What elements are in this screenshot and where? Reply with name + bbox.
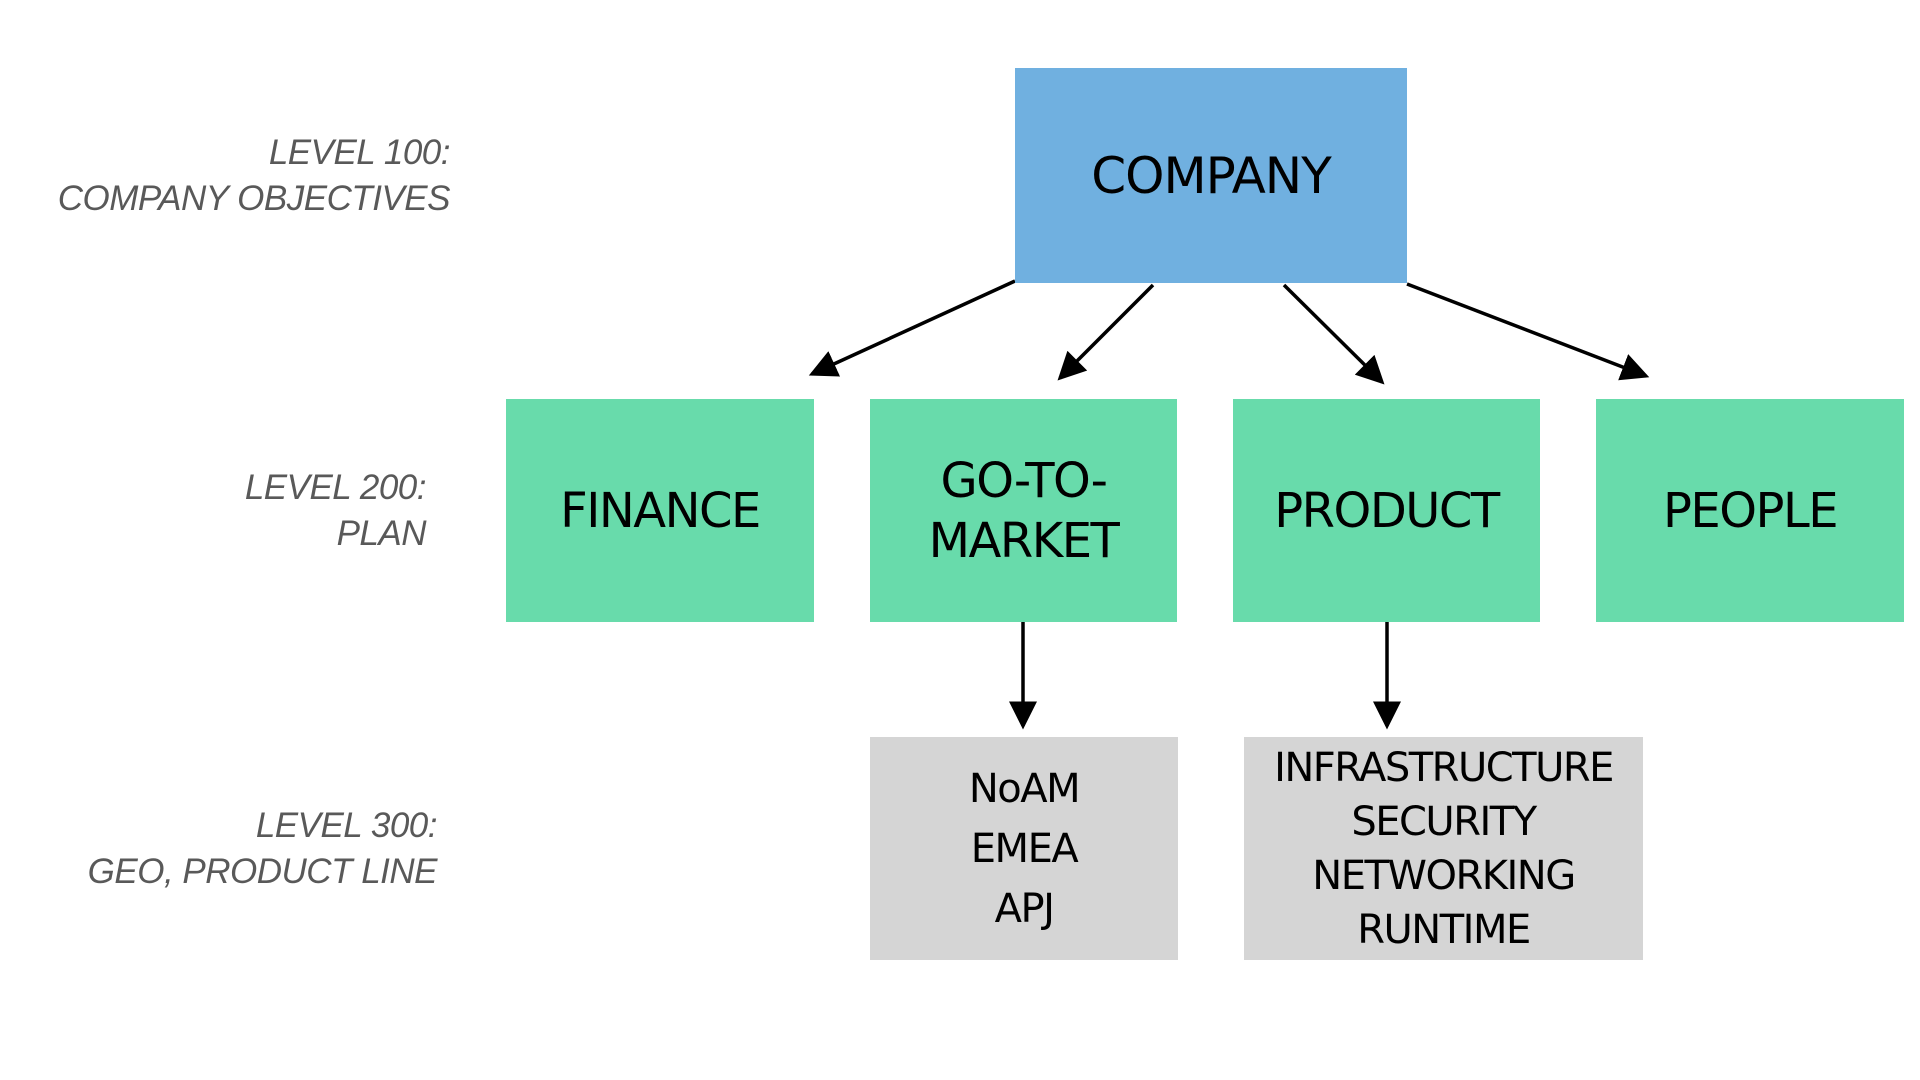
- node-company: COMPANY: [1015, 68, 1407, 283]
- node-go-to-market-line-2: MARKET: [928, 512, 1120, 569]
- level-100-label: LEVEL 100: COMPANY OBJECTIVES: [57, 130, 451, 222]
- level-300-subtitle: GEO, PRODUCT LINE: [87, 852, 438, 891]
- product-line-item: SECURITY: [1351, 798, 1537, 845]
- level-300-label: LEVEL 300: GEO, PRODUCT LINE: [87, 803, 438, 895]
- node-finance: FINANCE: [506, 399, 814, 622]
- node-product: PRODUCT: [1233, 399, 1540, 622]
- level-100-subtitle: COMPANY OBJECTIVES: [57, 179, 451, 218]
- geo-item: NoAM: [968, 765, 1081, 812]
- edge-company-people: [1406, 282, 1650, 381]
- node-company-label: COMPANY: [1091, 146, 1332, 205]
- node-product-lines: INFRASTRUCTURE SECURITY NETWORKING RUNTI…: [1244, 737, 1643, 960]
- product-line-item: INFRASTRUCTURE: [1274, 744, 1614, 791]
- level-100-title: LEVEL 100:: [268, 133, 451, 172]
- level-200-subtitle: PLAN: [336, 514, 427, 553]
- node-people-label: PEOPLE: [1662, 482, 1839, 539]
- node-people: PEOPLE: [1596, 399, 1904, 622]
- level-200-title: LEVEL 200:: [244, 468, 427, 507]
- node-finance-label: FINANCE: [560, 482, 761, 539]
- product-line-item: RUNTIME: [1357, 906, 1531, 953]
- edge-company-product: [1282, 283, 1385, 385]
- node-go-to-market-line-1: GO-TO-: [940, 452, 1108, 509]
- product-line-item: NETWORKING: [1312, 852, 1576, 899]
- edge-company-go-to-market: [1057, 283, 1155, 381]
- node-product-label: PRODUCT: [1274, 482, 1500, 539]
- edge-company-finance: [808, 279, 1016, 377]
- node-go-to-market: GO-TO- MARKET: [870, 399, 1177, 622]
- level-300-title: LEVEL 300:: [255, 806, 438, 845]
- geo-item: EMEA: [970, 825, 1079, 872]
- level-200-label: LEVEL 200: PLAN: [244, 465, 427, 557]
- geo-item: APJ: [994, 885, 1055, 932]
- node-geo: NoAM EMEA APJ: [870, 737, 1178, 960]
